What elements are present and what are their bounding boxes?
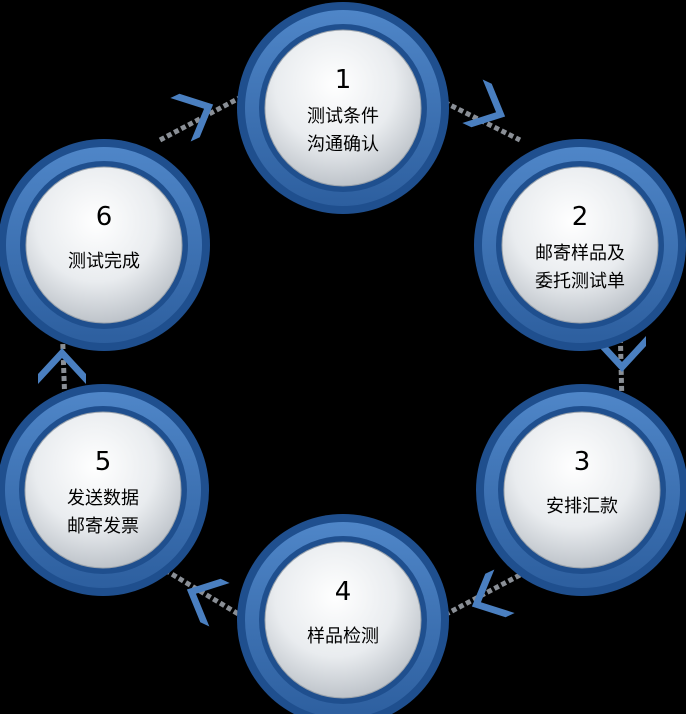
step-number: 2: [572, 202, 589, 232]
chevron-up-arrow-icon: [38, 348, 86, 384]
step-face: [501, 166, 659, 324]
step-number: 1: [335, 65, 352, 95]
step-face: [264, 29, 422, 187]
chevron-left-arrow-icon: [186, 578, 230, 627]
step-label: 邮寄样品及: [535, 243, 625, 264]
step-label: 测试完成: [68, 251, 140, 272]
step-node-3: 3 安排汇款: [476, 384, 686, 596]
step-label: 测试条件: [307, 106, 379, 127]
chevron-right-arrow-icon: [462, 79, 506, 128]
step-face: [264, 541, 422, 699]
step-face: [24, 411, 182, 569]
step-face: [25, 166, 183, 324]
step-label: 委托测试单: [535, 271, 625, 292]
connector-5-6: [59, 321, 68, 406]
step-label: 样品检测: [307, 626, 379, 647]
step-node-4: 4 样品检测: [237, 514, 449, 714]
chevron-right-arrow-icon: [170, 93, 214, 142]
step-label: 沟通确认: [307, 134, 379, 155]
chevron-down-arrow-icon: [598, 336, 646, 372]
step-label: 发送数据: [67, 488, 139, 509]
connector-4-5: [163, 567, 247, 621]
step-number: 3: [574, 447, 591, 477]
step-number: 6: [96, 202, 113, 232]
step-label: 邮寄发票: [67, 516, 139, 537]
cycle-arrows: [38, 79, 646, 627]
step-face: [503, 411, 661, 569]
step-number: 4: [335, 577, 352, 607]
chevron-left-arrow-icon: [471, 569, 515, 618]
step-number: 5: [95, 447, 112, 477]
step-node-6: 6 测试完成: [0, 139, 210, 351]
step-label: 安排汇款: [546, 496, 618, 517]
